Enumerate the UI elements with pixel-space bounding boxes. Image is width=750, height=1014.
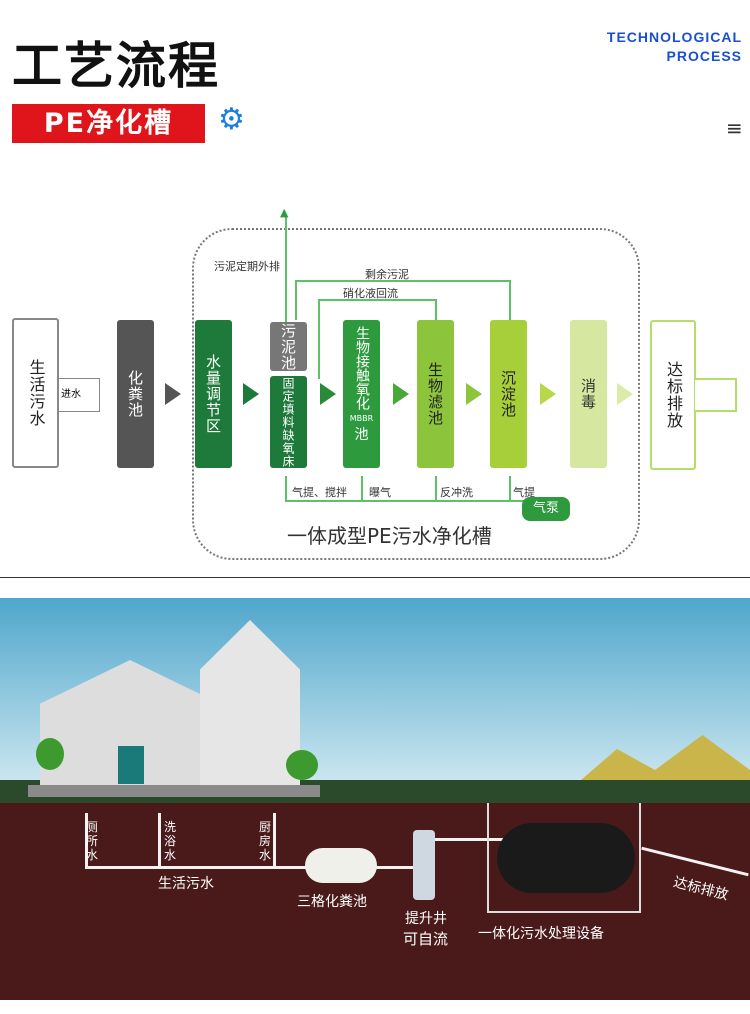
anoxic-box: 固定填料缺氧床 (270, 376, 307, 468)
arrow-right-icon (165, 383, 181, 405)
excess-sludge-line-v (509, 280, 511, 320)
english-subtitle: TECHNOLOGICAL PROCESS (607, 28, 742, 66)
house-base (28, 785, 320, 797)
air-line-1 (285, 476, 287, 500)
kitchen-label: 厨房水 (259, 820, 272, 862)
air-line-3 (435, 476, 437, 500)
excess-sludge-label: 剩余污泥 (365, 268, 409, 281)
disinfect-box: 消毒 (570, 320, 607, 468)
adjust-box: 水量调节区 (195, 320, 232, 468)
sludge-box: 污泥池 (270, 322, 307, 371)
mbbr-box: 生物接触氧化 MBBR 池 (343, 320, 380, 468)
arrow-right-icon (393, 383, 409, 405)
pipe (85, 866, 415, 869)
arrow-up-icon: ▲ (280, 206, 289, 219)
sludge-out-line (285, 214, 287, 322)
arrow-right-icon (320, 383, 336, 405)
sludge-out-label: 污泥定期外排 (214, 260, 280, 273)
toilet-label: 厕所水 (86, 820, 99, 862)
subtitle-line1: TECHNOLOGICAL (606, 29, 742, 45)
septic-tank-label: 三格化粪池 (297, 894, 367, 910)
tree (36, 738, 64, 770)
section-tag: PE净化槽 (12, 104, 205, 143)
mbbr-tail: 池 (354, 427, 369, 443)
air-line-2 (361, 476, 363, 500)
arrow-right-icon (466, 383, 482, 405)
backwash-label: 反冲洗 (440, 486, 473, 499)
air-mix-label: 气提、搅拌 (292, 486, 347, 499)
nitrate-line (318, 299, 436, 301)
pipe (158, 813, 161, 868)
air-line (285, 500, 547, 502)
air-line-4 (509, 476, 511, 500)
gear-icon: ⚙ (218, 102, 245, 137)
aeration-label: 曝气 (369, 486, 391, 499)
nitrate-line-v (318, 299, 320, 379)
gravity-label: 可自流 (403, 930, 449, 948)
septic-box: 化粪池 (117, 320, 154, 468)
arrow-right-icon (243, 383, 259, 405)
sediment-box: 沉淀池 (490, 320, 527, 468)
nitrate-line-v2 (435, 299, 437, 320)
arrow-right-icon (540, 383, 556, 405)
house-door (118, 746, 144, 784)
pipe (430, 838, 510, 841)
sewage-label: 生活污水 (158, 876, 214, 892)
excess-sludge-line (295, 280, 510, 282)
pipe (85, 813, 88, 868)
inlet-arrow: 进水 (58, 378, 100, 412)
tree (286, 750, 318, 780)
biofilter-box: 生物滤池 (417, 320, 454, 468)
menu-icon[interactable]: ≡ (726, 116, 743, 140)
discharge-box: 达标排放 (650, 320, 696, 470)
lift-well-label: 提升井 (405, 911, 447, 927)
mbbr-sub: MBBR (349, 414, 374, 423)
equipment-pit (487, 803, 641, 913)
pipe (273, 813, 276, 868)
discharge-arrow (695, 378, 737, 412)
installation-scene: 厕所水 洗浴水 厨房水 生活污水 三格化粪池 提升井 可自流 一体化污水处理设备… (0, 598, 750, 1000)
air-pump-badge: 气泵 (522, 497, 570, 521)
tank-outline (192, 228, 640, 560)
inlet-box: 生活污水 (12, 318, 59, 468)
arrow-right-icon (617, 383, 633, 405)
pe-tank (497, 823, 635, 893)
bath-label: 洗浴水 (164, 820, 177, 862)
airlift-label: 气提 (513, 486, 535, 499)
equipment-label: 一体化污水处理设备 (478, 926, 604, 942)
diagram-caption: 一体成型PE污水净化槽 (287, 524, 492, 548)
lift-well (413, 830, 435, 900)
septic-tank (305, 848, 377, 883)
mbbr-label: 生物接触氧化 (354, 326, 370, 410)
subtitle-line2: PROCESS (666, 48, 742, 64)
nitrate-label: 硝化液回流 (343, 287, 398, 300)
page-title: 工艺流程 (12, 37, 220, 95)
divider (0, 577, 750, 578)
excess-sludge-line-v2 (295, 280, 297, 320)
